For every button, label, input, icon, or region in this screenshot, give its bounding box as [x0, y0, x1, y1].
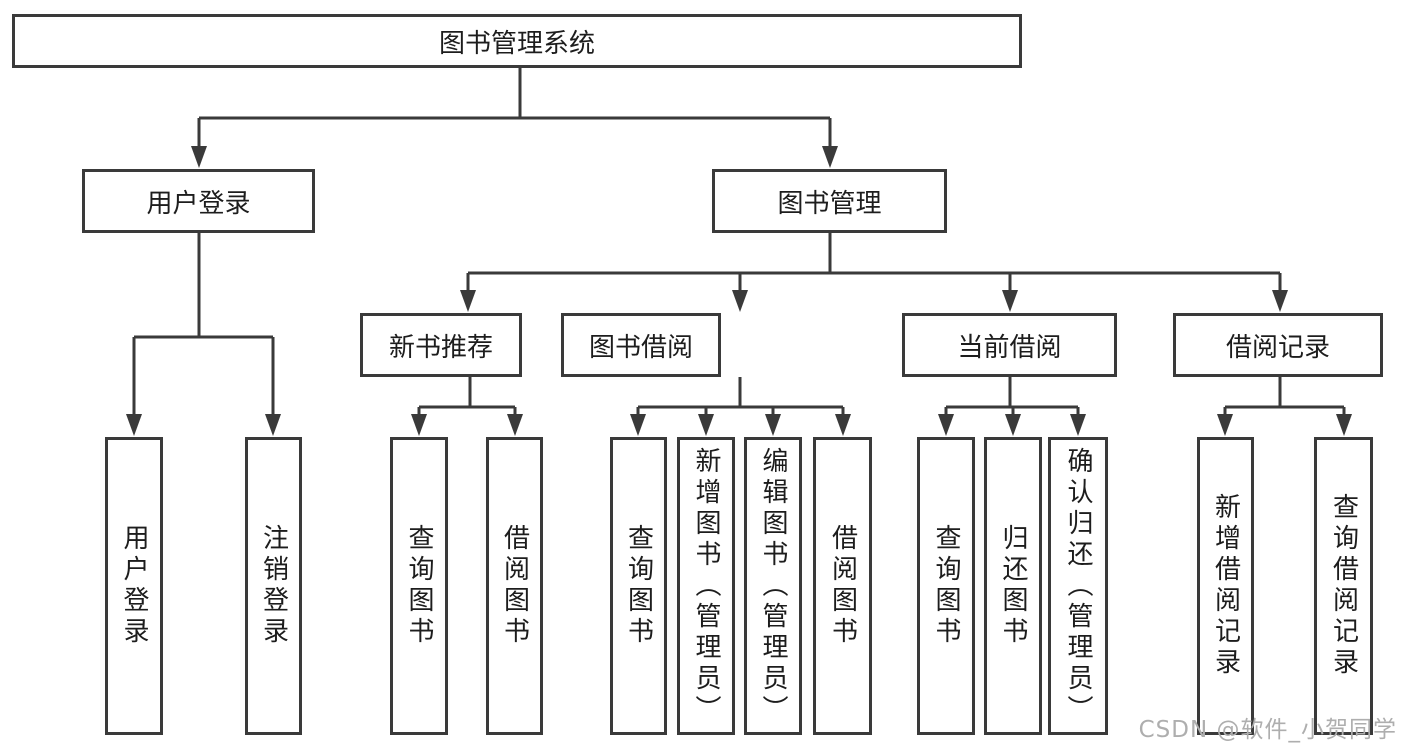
node-book-borrow: 图书借阅	[561, 313, 721, 377]
leaf-confirm-return-admin: 确认归还（管理员）	[1048, 437, 1108, 735]
node-current-borrow: 当前借阅	[902, 313, 1117, 377]
leaf-logout: 注销登录	[245, 437, 302, 735]
node-book-management: 图书管理	[712, 169, 947, 233]
node-user-login: 用户登录	[82, 169, 315, 233]
node-current-borrow-label: 当前借阅	[957, 332, 1062, 363]
leaf-edit-books-admin: 编辑图书（管理员）	[744, 437, 802, 735]
leaf-query-books-borrow: 查询图书	[610, 437, 667, 735]
node-borrow-records-label: 借阅记录	[1225, 332, 1330, 363]
node-library-system-label: 图书管理系统	[438, 28, 595, 59]
node-book-borrow-label: 图书借阅	[588, 332, 693, 363]
leaf-query-books-recommend: 查询图书	[390, 437, 448, 735]
leaf-return-books: 归还图书	[984, 437, 1042, 735]
leaf-add-books-admin: 新增图书（管理员）	[677, 437, 735, 735]
watermark: CSDN @软件_小贺同学	[1138, 717, 1397, 743]
node-new-book-recommend-label: 新书推荐	[388, 332, 493, 363]
leaf-user-login: 用户登录	[105, 437, 163, 735]
node-borrow-records: 借阅记录	[1173, 313, 1383, 377]
arrowheads	[126, 146, 1352, 436]
leaf-borrow-books-recommend: 借阅图书	[486, 437, 543, 735]
node-new-book-recommend: 新书推荐	[360, 313, 522, 377]
leaf-add-borrow-record: 新增借阅记录	[1197, 437, 1254, 735]
node-user-login-label: 用户登录	[146, 188, 251, 219]
leaf-query-borrow-record: 查询借阅记录	[1314, 437, 1373, 735]
node-library-system: 图书管理系统	[12, 14, 1022, 68]
leaf-borrow-books: 借阅图书	[813, 437, 872, 735]
node-book-management-label: 图书管理	[777, 188, 882, 219]
leaf-query-books-current: 查询图书	[917, 437, 975, 735]
